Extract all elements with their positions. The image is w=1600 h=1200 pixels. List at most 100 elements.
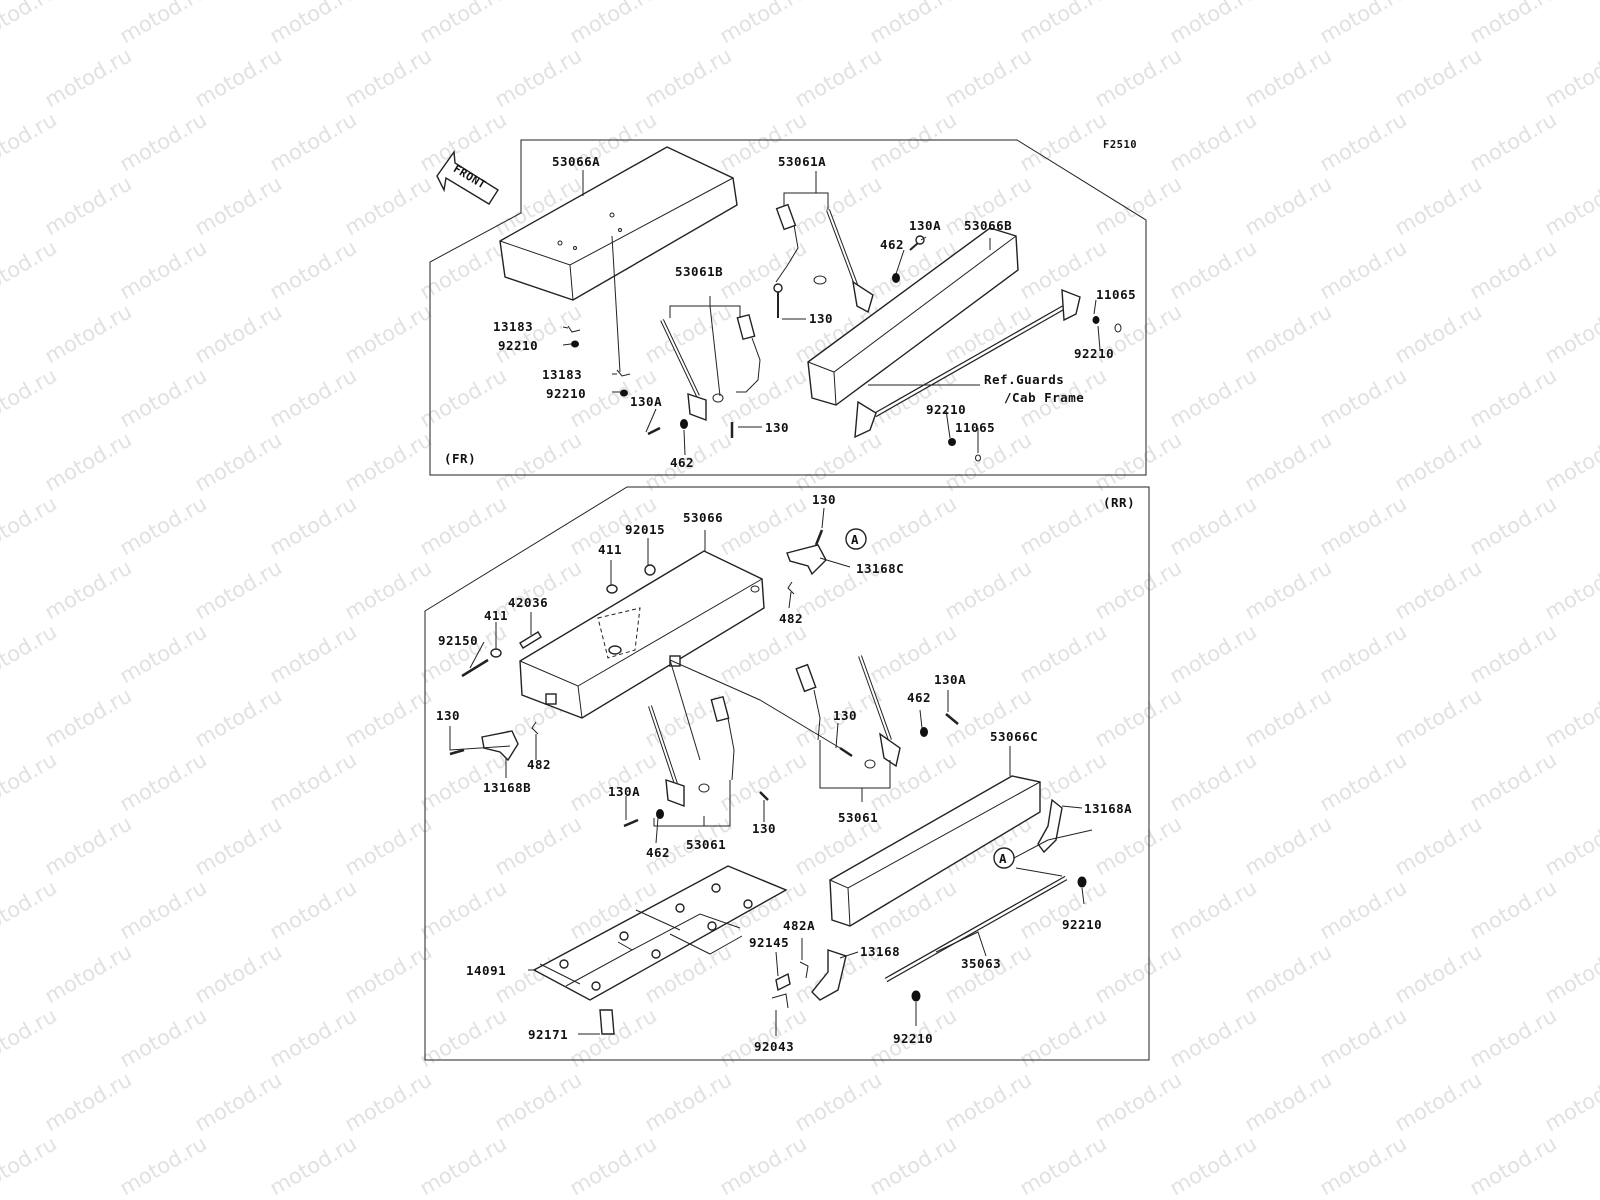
- watermark-text: motod.ru: [716, 1131, 811, 1200]
- watermark-text: motod.ru: [0, 491, 61, 560]
- watermark-text: motod.ru: [1016, 107, 1111, 176]
- label-411-b: 411: [484, 608, 508, 623]
- label-482-left: 482: [527, 757, 551, 772]
- watermark-text: motod.ru: [266, 619, 361, 688]
- label-92150: 92150: [438, 633, 478, 648]
- seat-belt-53061a: [773, 203, 925, 318]
- label-130a-top: 130A: [909, 218, 941, 233]
- watermark-text: motod.ru: [941, 555, 1036, 624]
- watermark-text: motod.ru: [191, 43, 286, 112]
- label-13168b: 13168B: [483, 780, 531, 795]
- label-14091: 14091: [466, 963, 506, 978]
- watermark-text: motod.ru: [791, 171, 886, 240]
- watermark-text: motod.ru: [1241, 555, 1336, 624]
- guard-bar-front: [854, 288, 1081, 439]
- watermark-text: motod.ru: [1241, 811, 1336, 880]
- watermark-text: motod.ru: [1091, 1067, 1186, 1136]
- watermark-text: motod.ru: [266, 491, 361, 560]
- watermark-text: motod.ru: [266, 0, 361, 48]
- watermark-text: motod.ru: [116, 491, 211, 560]
- front-panel-border: [429, 139, 1147, 476]
- watermark-text: motod.ru: [0, 619, 61, 688]
- watermark-text: motod.ru: [266, 107, 361, 176]
- watermark-text: motod.ru: [1466, 875, 1561, 944]
- label-13183-a: 13183: [493, 319, 533, 334]
- watermark-text: motod.ru: [1091, 939, 1186, 1008]
- watermark-text: motod.ru: [1091, 683, 1186, 752]
- watermark-text: motod.ru: [416, 0, 511, 48]
- front-labels: 53066A 53061A 130A 462 53066B 11065 9221…: [444, 139, 1137, 470]
- watermark-text: motod.ru: [416, 875, 511, 944]
- watermark-text: motod.ru: [1391, 811, 1486, 880]
- label-53066: 53066: [683, 510, 723, 525]
- watermark-text: motod.ru: [1316, 619, 1411, 688]
- watermark-text: motod.ru: [191, 299, 286, 368]
- bracket-13168b: [449, 721, 539, 762]
- watermark-text: motod.ru: [116, 747, 211, 816]
- watermark-text: motod.ru: [866, 107, 961, 176]
- guard-bar-rear: [884, 875, 1087, 1002]
- watermark-text: motod.ru: [1016, 1003, 1111, 1072]
- watermark-text: motod.ru: [1241, 427, 1336, 496]
- front-leader-lines: [562, 170, 1101, 456]
- seat-cushion-front: [499, 146, 738, 301]
- label-13168a: 13168A: [1084, 801, 1132, 816]
- label-53061b: 53061B: [675, 264, 723, 279]
- watermark-text: motod.ru: [641, 43, 736, 112]
- label-130-rr-mid: 130: [833, 708, 857, 723]
- bracket-13168c: A: [786, 528, 867, 595]
- label-53066c: 53066C: [990, 729, 1038, 744]
- watermark-text: motod.ru: [341, 171, 436, 240]
- watermark-text: motod.ru: [1391, 43, 1486, 112]
- watermark-text: motod.ru: [1466, 491, 1561, 560]
- watermark-text: motod.ru: [1541, 43, 1600, 112]
- watermark-text: motod.ru: [341, 683, 436, 752]
- watermark-text: motod.ru: [1241, 1067, 1336, 1136]
- watermark-text: motod.ru: [191, 555, 286, 624]
- watermark-text: motod.ru: [491, 811, 586, 880]
- watermark-text: motod.ru: [1391, 683, 1486, 752]
- watermark-text: motod.ru: [41, 171, 136, 240]
- label-92015: 92015: [625, 522, 665, 537]
- label-130a-rr-left: 130A: [608, 784, 640, 799]
- label-92210-b: 92210: [546, 386, 586, 401]
- section-tag-front: (FR): [444, 451, 476, 466]
- watermark-text: motod.ru: [191, 427, 286, 496]
- watermark-text: motod.ru: [1541, 939, 1600, 1008]
- watermark-text: motod.ru: [1466, 0, 1561, 48]
- watermark-text: motod.ru: [866, 747, 961, 816]
- watermark-text: motod.ru: [41, 939, 136, 1008]
- rear-labels: 130 (RR) 92015 53066 411 13168C 482 4203…: [436, 492, 1135, 1054]
- watermark-text: motod.ru: [1316, 875, 1411, 944]
- label-53066a: 53066A: [552, 154, 600, 169]
- watermark-text: motod.ru: [941, 1067, 1036, 1136]
- rear-panel-border: [424, 486, 1150, 1061]
- watermark-text: motod.ru: [866, 1131, 961, 1200]
- watermark-text: motod.ru: [1316, 363, 1411, 432]
- label-130a-bottom: 130A: [630, 394, 662, 409]
- watermark-text: motod.ru: [1016, 1131, 1111, 1200]
- watermark-text: motod.ru: [1241, 683, 1336, 752]
- watermark-text: motod.ru: [1016, 619, 1111, 688]
- watermark-text: motod.ru: [1241, 299, 1336, 368]
- label-13168: 13168: [860, 944, 900, 959]
- watermark-text: motod.ru: [191, 171, 286, 240]
- watermark-text: motod.ru: [1166, 107, 1261, 176]
- watermark-text: motod.ru: [491, 1067, 586, 1136]
- watermark-text: motod.ru: [41, 683, 136, 752]
- watermark-text: motod.ru: [266, 747, 361, 816]
- watermark-text: motod.ru: [191, 1067, 286, 1136]
- watermark-text: motod.ru: [1166, 0, 1261, 48]
- watermark-text: motod.ru: [116, 1131, 211, 1200]
- watermark-text: motod.ru: [1091, 171, 1186, 240]
- watermark-text: motod.ru: [1166, 235, 1261, 304]
- watermark-text: motod.ru: [1091, 43, 1186, 112]
- label-92210-rr-bottom: 92210: [893, 1031, 933, 1046]
- watermark-text: motod.ru: [1466, 235, 1561, 304]
- diagram-code: F2510: [1103, 139, 1137, 151]
- label-462-top: 462: [880, 237, 904, 252]
- watermark-text: motod.ru: [1166, 363, 1261, 432]
- watermark-text: motod.ru: [341, 1067, 436, 1136]
- watermark-text: motod.ru: [1466, 1003, 1561, 1072]
- watermark-text: motod.ru: [866, 491, 961, 560]
